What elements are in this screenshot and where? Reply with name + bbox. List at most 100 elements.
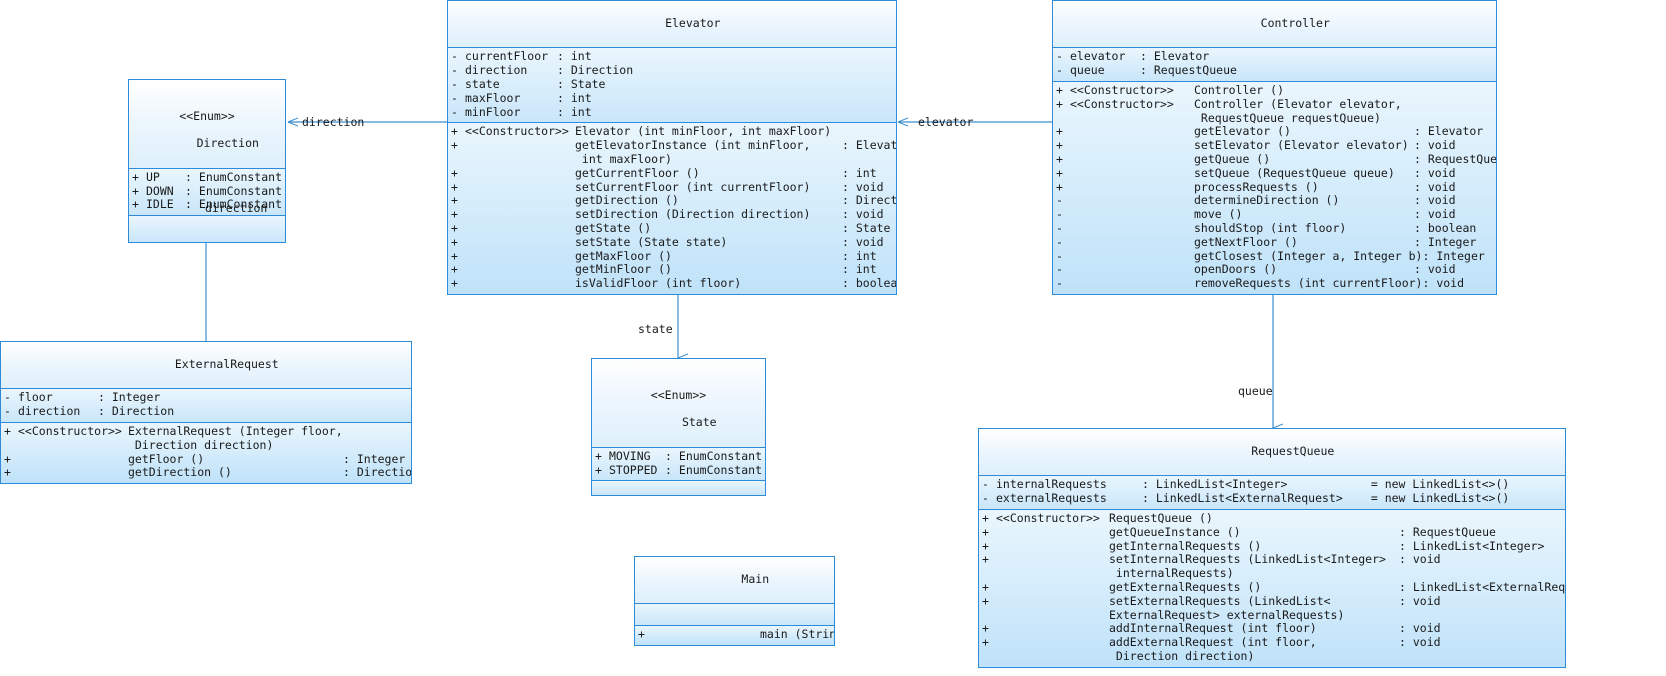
class-box-main[interactable]: Main +main (String args[]): void xyxy=(634,556,835,647)
operation-stereotype: <<Constructor>> xyxy=(465,124,569,139)
class-attributes-main-empty xyxy=(635,604,834,627)
attribute-row: + DOWN : EnumConstant xyxy=(129,183,285,199)
operation-signature: getState () xyxy=(575,220,652,235)
visibility-marker: + xyxy=(982,524,989,539)
attribute-row: -externalRequests: LinkedList<ExternalRe… xyxy=(979,491,1565,506)
class-title-controller: Controller xyxy=(1053,1,1496,49)
operation-row: +getInternalRequests (): LinkedList<Inte… xyxy=(979,538,1565,554)
visibility-marker: + xyxy=(451,248,458,263)
class-attributes-request-queue: -internalRequests: LinkedList<Integer> =… xyxy=(979,476,1565,510)
attribute-type: : Direction xyxy=(557,63,634,78)
class-attributes-elevator: -currentFloor: int-direction: Direction-… xyxy=(448,48,896,124)
operation-signature: setDirection (Direction direction) xyxy=(575,207,811,222)
class-name-external-request: ExternalRequest xyxy=(174,356,279,371)
operation-signature: removeRequests (int currentFloor) xyxy=(1194,276,1423,291)
operation-return-type: : Integer xyxy=(343,451,406,466)
operation-return-type: : int xyxy=(842,262,877,277)
class-title-elevator: Elevator xyxy=(448,1,896,49)
attribute-name: UP xyxy=(146,169,160,184)
operation-row: +getExternalRequests (): LinkedList<Exte… xyxy=(979,580,1565,595)
class-operations-state-empty xyxy=(592,481,765,496)
visibility-marker: + xyxy=(451,179,458,194)
attribute-type: : EnumConstant xyxy=(185,197,282,212)
operation-stereotype xyxy=(465,208,575,222)
class-box-elevator[interactable]: Elevator -currentFloor: int-direction: D… xyxy=(447,0,897,295)
class-name-controller: Controller xyxy=(1260,15,1330,30)
class-name-state: State xyxy=(681,415,717,430)
class-operations-main: +main (String args[]): void xyxy=(635,626,834,646)
visibility-marker xyxy=(4,439,18,453)
operation-row: +getFloor (): Integer xyxy=(1,451,411,467)
visibility-marker: - xyxy=(1056,234,1063,249)
operation-signature: Controller (Elevator elevator, xyxy=(1194,96,1402,111)
operation-signature: getClosest (Integer a, Integer b) xyxy=(1194,248,1423,263)
edge-label-elevator-controller: elevator xyxy=(918,115,974,129)
visibility-marker: - xyxy=(1056,49,1063,64)
operation-return-type: : void xyxy=(842,207,884,222)
visibility-marker: + xyxy=(132,197,139,212)
operation-stereotype xyxy=(996,553,1109,567)
operation-signature: getNextFloor () xyxy=(1194,234,1298,249)
visibility-marker: + xyxy=(638,627,645,642)
visibility-marker: - xyxy=(451,76,458,91)
attribute-type: : LinkedList<Integer> xyxy=(1142,477,1288,492)
operation-stereotype xyxy=(1070,222,1194,236)
operation-stereotype xyxy=(996,595,1109,609)
operation-row: -shouldStop (int floor): boolean xyxy=(1053,220,1496,236)
operation-signature: Controller () xyxy=(1194,82,1285,97)
operation-stereotype: <<Constructor>> xyxy=(996,510,1100,525)
attribute-type: : EnumConstant xyxy=(185,169,282,184)
operation-return-type: : int xyxy=(842,165,877,180)
attribute-type: : Integer xyxy=(98,390,161,405)
visibility-marker: + xyxy=(451,262,458,277)
visibility-marker: + xyxy=(595,462,602,477)
class-box-direction[interactable]: <<Enum>> Direction + UP : EnumConstant +… xyxy=(128,79,286,244)
visibility-marker: + xyxy=(1056,124,1063,139)
operation-signature: shouldStop (int floor) xyxy=(1194,220,1347,235)
visibility-marker: + xyxy=(451,207,458,222)
operation-row: +isValidFloor (int floor): boolean xyxy=(448,276,897,291)
class-box-controller[interactable]: Controller -elevator: Elevator-queue: Re… xyxy=(1052,0,1497,295)
operation-return-type: : void xyxy=(1399,552,1441,567)
operation-return-type: : void xyxy=(1414,207,1456,222)
operation-signature: Elevator (int minFloor, int maxFloor) xyxy=(575,124,832,139)
operation-row: -removeRequests (int currentFloor): void xyxy=(1053,276,1496,291)
class-name-request-queue: RequestQueue xyxy=(1251,443,1335,458)
operation-stereotype: <<Constructor>> xyxy=(18,423,122,438)
operation-signature: getInternalRequests () xyxy=(1109,538,1262,553)
operation-return-type: : boolean xyxy=(1414,220,1477,235)
visibility-marker: + xyxy=(4,423,11,438)
operation-signature: getElevator () xyxy=(1194,124,1291,139)
attribute-type: : Direction xyxy=(98,404,175,419)
attribute-type: : int xyxy=(557,104,592,119)
operation-stereotype xyxy=(1070,277,1194,291)
attribute-row: + UP : EnumConstant xyxy=(129,169,285,185)
attribute-name: maxFloor xyxy=(465,90,521,105)
operation-return-type: : boolean xyxy=(842,276,897,291)
visibility-marker: + xyxy=(982,635,989,650)
visibility-marker: - xyxy=(982,491,989,506)
attribute-name: minFloor xyxy=(465,104,521,119)
visibility-marker xyxy=(451,153,465,167)
operation-return-type: : void xyxy=(1414,165,1456,180)
attribute-initializer: = new LinkedList<>() xyxy=(1357,477,1510,492)
class-box-external-request[interactable]: ExternalRequest -floor: Integer-directio… xyxy=(0,341,412,485)
visibility-marker: + xyxy=(451,124,458,139)
attribute-name: DOWN xyxy=(146,183,174,198)
operation-row: +main (String args[]): void xyxy=(635,628,834,642)
attribute-text: DOWN xyxy=(146,183,179,199)
attribute-row: -floor: Integer xyxy=(1,391,411,405)
operation-stereotype xyxy=(996,636,1109,650)
operation-signature: ExternalRequest (Integer floor, xyxy=(128,423,343,438)
operation-signature: getDirection () xyxy=(128,465,232,480)
attribute-row: + IDLE : EnumConstant xyxy=(129,197,285,212)
visibility-marker: + xyxy=(595,448,602,463)
operation-return-type: : Integer xyxy=(1414,234,1477,249)
class-box-state[interactable]: <<Enum>> State + MOVING : EnumConstant +… xyxy=(591,358,766,497)
class-box-request-queue[interactable]: RequestQueue -internalRequests: LinkedLi… xyxy=(978,428,1566,668)
operation-signature: setElevator (Elevator elevator) xyxy=(1194,138,1409,153)
operation-row: +setCurrentFloor (int currentFloor): voi… xyxy=(448,179,896,195)
visibility-marker: + xyxy=(451,234,458,249)
operation-row: +setInternalRequests (LinkedList<Integer… xyxy=(979,553,1565,567)
operation-stereotype: <<Constructor>> xyxy=(1070,96,1174,111)
